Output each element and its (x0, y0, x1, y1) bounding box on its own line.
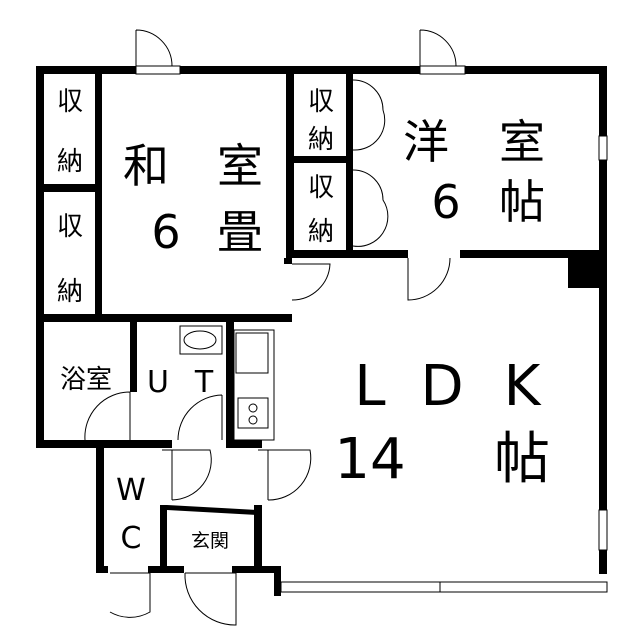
ut-label: T (194, 365, 214, 400)
room-labels: 収 納 収 納 収 納 収 納 和 室 6 畳 洋 室 6 帖 L D K 14… (57, 87, 550, 556)
ldk-unit: 帖 (494, 427, 550, 492)
storage-label: 収 (57, 87, 83, 117)
fixtures (179, 325, 275, 441)
yoshitsu-label: 室 (499, 115, 545, 169)
wc-label: W (116, 473, 146, 508)
washbasin (179, 325, 223, 355)
washitsu-label: 和 (123, 139, 169, 193)
sink (235, 332, 269, 374)
yoshitsu-label: 洋 (403, 115, 449, 169)
windows (135, 65, 608, 593)
washitsu-unit: 畳 (217, 205, 263, 259)
ldk-label: L (354, 354, 385, 419)
storage-label: 収 (308, 173, 334, 203)
ldk-label: K (504, 354, 542, 419)
stove (237, 397, 269, 429)
bath-label: 浴室 (60, 365, 112, 395)
ldk-size: 14 (334, 427, 405, 492)
washitsu-size: 6 (151, 205, 180, 259)
doors (84, 29, 457, 626)
walls (36, 66, 607, 596)
storage-label: 納 (308, 217, 334, 247)
yoshitsu-size: 6 (431, 175, 460, 229)
washitsu-label: 室 (217, 139, 263, 193)
yoshitsu-unit: 帖 (499, 175, 545, 229)
entrance-label: 玄関 (191, 530, 229, 552)
storage-label: 収 (308, 87, 334, 117)
kitchen-counter (233, 329, 275, 441)
storage-label: 納 (57, 277, 83, 307)
storage-label: 納 (57, 147, 83, 177)
storage-label: 収 (57, 212, 83, 242)
wc-label: C (121, 521, 142, 556)
storage-label: 納 (308, 125, 334, 155)
ut-label: U (147, 365, 169, 400)
ldk-label: D (420, 354, 463, 419)
